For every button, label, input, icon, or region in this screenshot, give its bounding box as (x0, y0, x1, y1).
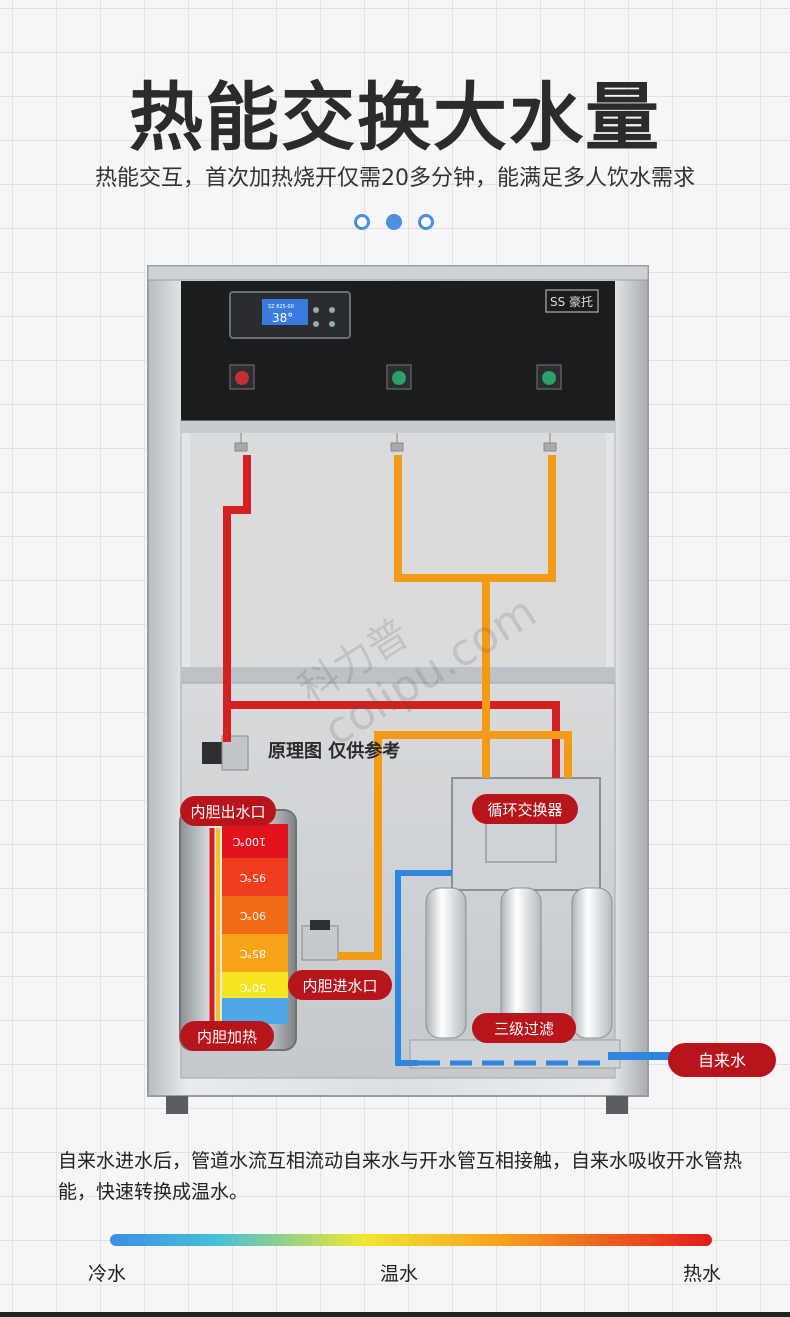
pagination-dot[interactable] (354, 214, 370, 230)
hot-water-pipe (223, 455, 251, 742)
svg-text:循环交换器: 循环交换器 (487, 801, 562, 819)
label-tank-heating (180, 1021, 274, 1051)
filter-cartridge (425, 887, 467, 1039)
svg-text:自来水: 自来水 (698, 1051, 746, 1070)
tank-level-4 (222, 934, 288, 972)
cold-water-pipe (395, 870, 452, 1066)
foot (606, 1096, 628, 1114)
faucet (390, 433, 404, 452)
tank-temp-label: 100℃ (233, 835, 266, 848)
label-tap-water (668, 1043, 776, 1077)
label-exchanger (472, 794, 578, 824)
tank-level-2 (222, 858, 288, 896)
lcd-temperature: 38° (272, 311, 293, 325)
principle-note: 原理图 仅供参考 (268, 740, 400, 762)
page-title: 热能交换大水量 (129, 75, 661, 161)
tank-temp-label: 90℃ (240, 909, 266, 922)
svg-text:内胆加热: 内胆加热 (197, 1028, 257, 1046)
svg-text:内胆进水口: 内胆进水口 (302, 977, 377, 995)
brand-logo: SS 豪托 (550, 294, 593, 309)
footer-line (0, 1312, 790, 1317)
pagination-dot-active[interactable] (386, 214, 402, 230)
svg-text:内胆出水口: 内胆出水口 (190, 803, 265, 821)
outlet-valve (202, 742, 224, 764)
faucet (543, 433, 557, 452)
svg-text:三级过滤: 三级过滤 (494, 1020, 554, 1038)
page-subtitle: 热能交互，首次加热烧开仅需20多分钟，能满足多人饮水需求 (95, 166, 695, 191)
legend-warm: 温水 (380, 1263, 419, 1285)
label-tank-inlet (288, 970, 392, 1000)
hot-water-pipe (223, 701, 560, 778)
lcd-header: SZ 825-00 (268, 304, 294, 310)
filter-cartridge (571, 887, 613, 1039)
drip-tray (181, 667, 615, 683)
warm-water-pipe (394, 455, 556, 582)
tank-temp-label: 85℃ (240, 947, 266, 960)
pagination-dot[interactable] (418, 214, 434, 230)
lcd-screen (262, 299, 308, 325)
label-filter (472, 1013, 576, 1043)
tank-temp-label: 50℃ (240, 981, 266, 994)
warm-water-pipe (338, 731, 572, 960)
tank-level-5 (222, 972, 288, 998)
description-text: 自来水进水后，管道水流互相流动自来水与开水管互相接触，自来水吸收开水管热能，快速… (58, 1150, 743, 1203)
faucet (234, 433, 248, 452)
foot (166, 1096, 188, 1114)
tank-level-3 (222, 896, 288, 934)
tank-level-6 (222, 998, 288, 1024)
inlet-valve (301, 925, 339, 961)
temperature-gradient-bar (110, 1234, 712, 1246)
pagination-dots (350, 210, 440, 234)
tank-level-1 (222, 824, 288, 858)
tank-temp-label: 95℃ (240, 871, 266, 884)
legend-hot: 热水 (683, 1263, 722, 1285)
legend-cold: 冷水 (88, 1263, 127, 1285)
label-tank-outlet (180, 796, 276, 826)
